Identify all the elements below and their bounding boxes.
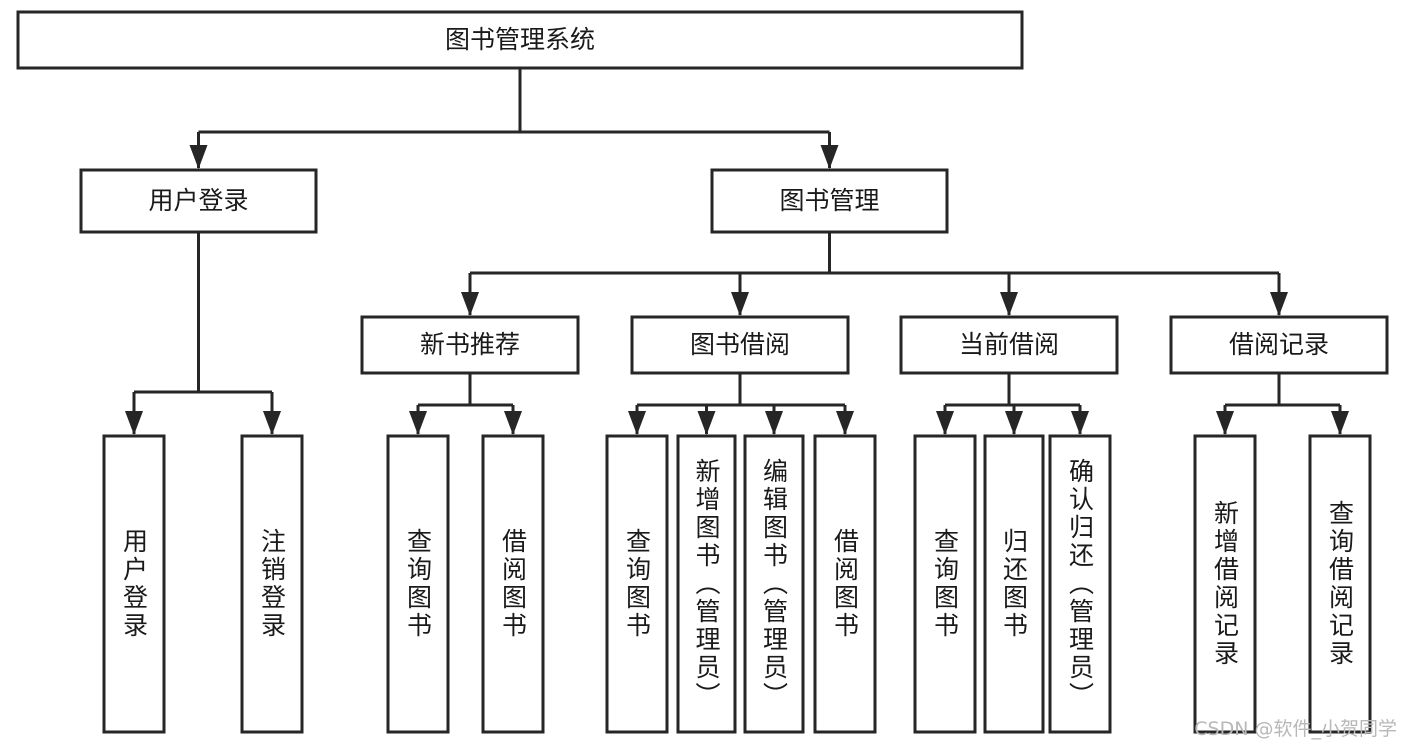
node-leaf-query-book-2[interactable] bbox=[605, 434, 669, 734]
node-current-borrow-label: 当前借阅 bbox=[959, 330, 1059, 359]
arrow-head-icon bbox=[504, 411, 522, 435]
node-leaf-confirm-return[interactable] bbox=[1048, 434, 1112, 734]
node-new-book-recommend[interactable]: 新书推荐 bbox=[360, 315, 580, 375]
arrow-head-icon bbox=[125, 411, 143, 435]
arrow-head-icon bbox=[1216, 411, 1234, 435]
node-borrow-record[interactable]: 借阅记录 bbox=[1169, 315, 1389, 375]
arrow-head-icon bbox=[1270, 292, 1288, 316]
arrow-head-icon bbox=[263, 411, 281, 435]
watermark-text: CSDN @软件_小贺同学 bbox=[1194, 718, 1397, 740]
node-leaf-borrow-book-2-rect[interactable] bbox=[813, 434, 877, 734]
node-leaf-query-book-3-rect[interactable] bbox=[913, 434, 977, 734]
node-book-manage[interactable]: 图书管理 bbox=[710, 168, 949, 234]
arrow-head-icon bbox=[1071, 411, 1089, 435]
arrow-head-icon bbox=[697, 411, 716, 435]
arrow-head-icon bbox=[731, 292, 749, 316]
node-current-borrow-rect[interactable] bbox=[899, 315, 1119, 375]
node-leaf-query-book-1-rect[interactable] bbox=[386, 434, 450, 734]
node-leaf-query-record-rect[interactable] bbox=[1308, 434, 1372, 734]
node-leaf-borrow-book-1[interactable] bbox=[481, 434, 545, 734]
node-borrow-record-label: 借阅记录 bbox=[1229, 330, 1329, 359]
node-book-manage-label: 图书管理 bbox=[779, 186, 879, 215]
node-leaf-add-book-rect[interactable] bbox=[676, 434, 737, 734]
node-leaf-logout[interactable] bbox=[240, 434, 304, 734]
node-leaf-return-book[interactable] bbox=[983, 434, 1045, 734]
arrow-head-icon bbox=[936, 411, 954, 435]
node-root[interactable]: 图书管理系统 bbox=[16, 10, 1024, 70]
node-user-login[interactable]: 用户登录 bbox=[79, 168, 318, 234]
node-leaf-add-record-rect[interactable] bbox=[1193, 434, 1257, 734]
node-user-login-label: 用户登录 bbox=[148, 186, 248, 215]
node-leaf-edit-book[interactable] bbox=[743, 434, 805, 734]
arrow-head-icon bbox=[820, 145, 839, 169]
node-leaf-add-book[interactable] bbox=[676, 434, 737, 734]
node-leaf-borrow-book-1-rect[interactable] bbox=[481, 434, 545, 734]
node-leaf-query-book-1[interactable] bbox=[386, 434, 450, 734]
arrow-head-icon bbox=[189, 145, 208, 169]
node-book-borrow[interactable]: 图书借阅 bbox=[630, 315, 850, 375]
node-leaf-add-record[interactable] bbox=[1193, 434, 1257, 734]
arrow-head-icon bbox=[1005, 411, 1023, 435]
node-leaf-confirm-return-rect[interactable] bbox=[1048, 434, 1112, 734]
arrow-head-icon bbox=[628, 411, 646, 435]
node-borrow-record-rect[interactable] bbox=[1169, 315, 1389, 375]
node-new-book-recommend-label: 新书推荐 bbox=[420, 330, 520, 359]
node-user-login-rect[interactable] bbox=[79, 168, 318, 234]
node-leaf-user-login[interactable] bbox=[102, 434, 166, 734]
arrow-head-icon bbox=[1331, 411, 1349, 435]
node-leaf-query-record[interactable] bbox=[1308, 434, 1372, 734]
node-book-borrow-rect[interactable] bbox=[630, 315, 850, 375]
arrow-head-icon bbox=[836, 411, 854, 435]
node-leaf-edit-book-rect[interactable] bbox=[743, 434, 805, 734]
arrow-head-icon bbox=[1000, 292, 1018, 316]
node-leaf-return-book-rect[interactable] bbox=[983, 434, 1045, 734]
node-leaf-user-login-rect[interactable] bbox=[102, 434, 166, 734]
node-book-borrow-label: 图书借阅 bbox=[690, 330, 790, 359]
node-new-book-recommend-rect[interactable] bbox=[360, 315, 580, 375]
node-leaf-borrow-book-2[interactable] bbox=[813, 434, 877, 734]
node-book-manage-rect[interactable] bbox=[710, 168, 949, 234]
connector-lines bbox=[125, 68, 1349, 435]
node-leaf-logout-rect[interactable] bbox=[240, 434, 304, 734]
node-root-rect[interactable] bbox=[16, 10, 1024, 70]
arrow-head-icon bbox=[461, 292, 479, 316]
node-root-label: 图书管理系统 bbox=[445, 25, 595, 54]
node-leaf-query-book-3[interactable] bbox=[913, 434, 977, 734]
node-leaf-query-book-2-rect[interactable] bbox=[605, 434, 669, 734]
arrow-head-icon bbox=[765, 411, 783, 435]
node-current-borrow[interactable]: 当前借阅 bbox=[899, 315, 1119, 375]
arrow-head-icon bbox=[409, 411, 427, 435]
